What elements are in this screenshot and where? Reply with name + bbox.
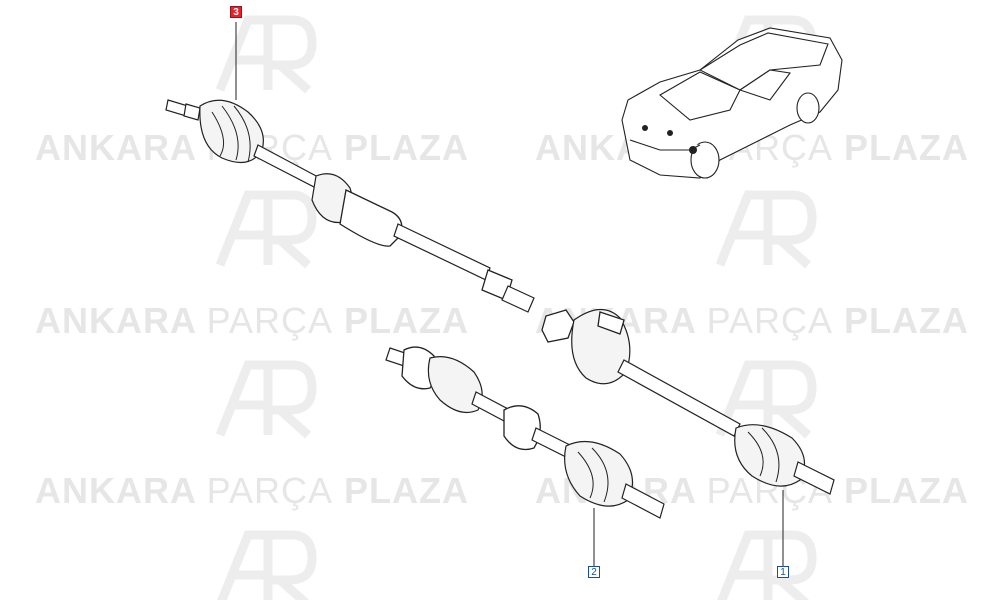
driveshaft-part-1[interactable] xyxy=(541,308,835,495)
callout-3[interactable]: 3 xyxy=(230,6,242,18)
ap-logo-mark xyxy=(215,360,317,439)
car-location-thumbnail xyxy=(621,27,843,179)
ap-logo-mark xyxy=(217,530,317,600)
callout-1[interactable]: 1 xyxy=(777,566,789,578)
driveshaft-part-2[interactable] xyxy=(385,346,665,519)
ap-logo-mark xyxy=(715,190,817,269)
watermark-logos xyxy=(215,15,817,600)
ap-logo-mark xyxy=(715,360,817,439)
svg-text:ANKARA PARÇA PLAZA: ANKARA PARÇA PLAZA xyxy=(35,470,469,511)
ap-logo-mark xyxy=(215,15,317,94)
callout-2[interactable]: 2 xyxy=(588,566,600,578)
driveshaft-part-3[interactable] xyxy=(165,99,535,313)
svg-text:ANKARA PARÇA PLAZA: ANKARA PARÇA PLAZA xyxy=(35,300,469,341)
ap-logo-mark xyxy=(717,530,817,600)
ap-logo-mark xyxy=(215,190,317,269)
